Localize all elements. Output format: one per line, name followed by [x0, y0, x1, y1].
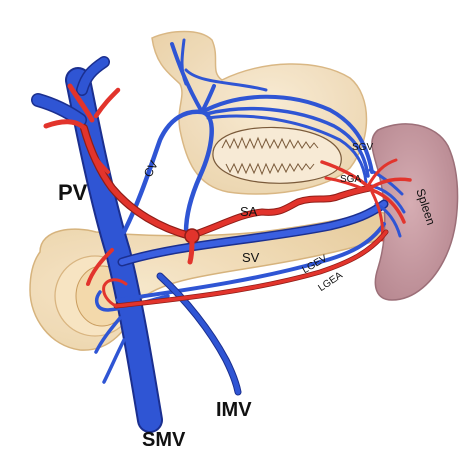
splenic-vein-fill — [119, 201, 387, 265]
gdA — [86, 248, 114, 286]
hilum-artery-2 — [370, 188, 406, 224]
sgv-3 — [206, 114, 368, 184]
label-imv: IMV — [216, 399, 252, 421]
pancreatic-vein-1 — [94, 316, 122, 354]
gastroepiploic-head — [102, 278, 128, 308]
stomach — [151, 30, 368, 195]
pv-branch-left-fill — [32, 94, 86, 126]
hepatic-branch-1 — [43, 119, 87, 131]
label-smv: SMV — [142, 429, 186, 451]
gastric-vein-top2 — [180, 38, 188, 86]
imv-fill — [157, 273, 241, 395]
label-sga: SGA — [340, 174, 361, 185]
splenic-artery-fill — [187, 185, 373, 239]
label-sa: SA — [240, 204, 258, 219]
stomach-rugae — [212, 126, 342, 184]
celiac-stem — [187, 233, 195, 265]
arteries — [43, 83, 412, 309]
hepatic-branch-3 — [93, 87, 121, 119]
sgv-4 — [184, 68, 268, 92]
hilum-artery-1 — [368, 177, 412, 190]
hepatic-branch-2 — [67, 83, 95, 123]
lgea-fill — [114, 230, 388, 308]
sgv-1 — [200, 94, 374, 174]
spleen — [371, 123, 459, 301]
stomach-rugae-folds — [221, 136, 319, 176]
hilum-artery-4 — [366, 158, 398, 188]
label-pv: PV — [58, 180, 88, 205]
label-cv: CV — [141, 158, 161, 179]
spleen-organ — [371, 123, 459, 301]
label-sv: SV — [242, 250, 260, 265]
label-sgv: SGV — [352, 142, 373, 153]
pancreatic-vein-2 — [102, 338, 126, 384]
sga-1 — [320, 160, 372, 190]
sga-2 — [324, 176, 368, 192]
lgev — [116, 222, 386, 302]
pv-branch-top-fill — [77, 57, 109, 95]
hepatic-branch-4 — [90, 148, 110, 174]
sgv-2 — [204, 106, 370, 178]
